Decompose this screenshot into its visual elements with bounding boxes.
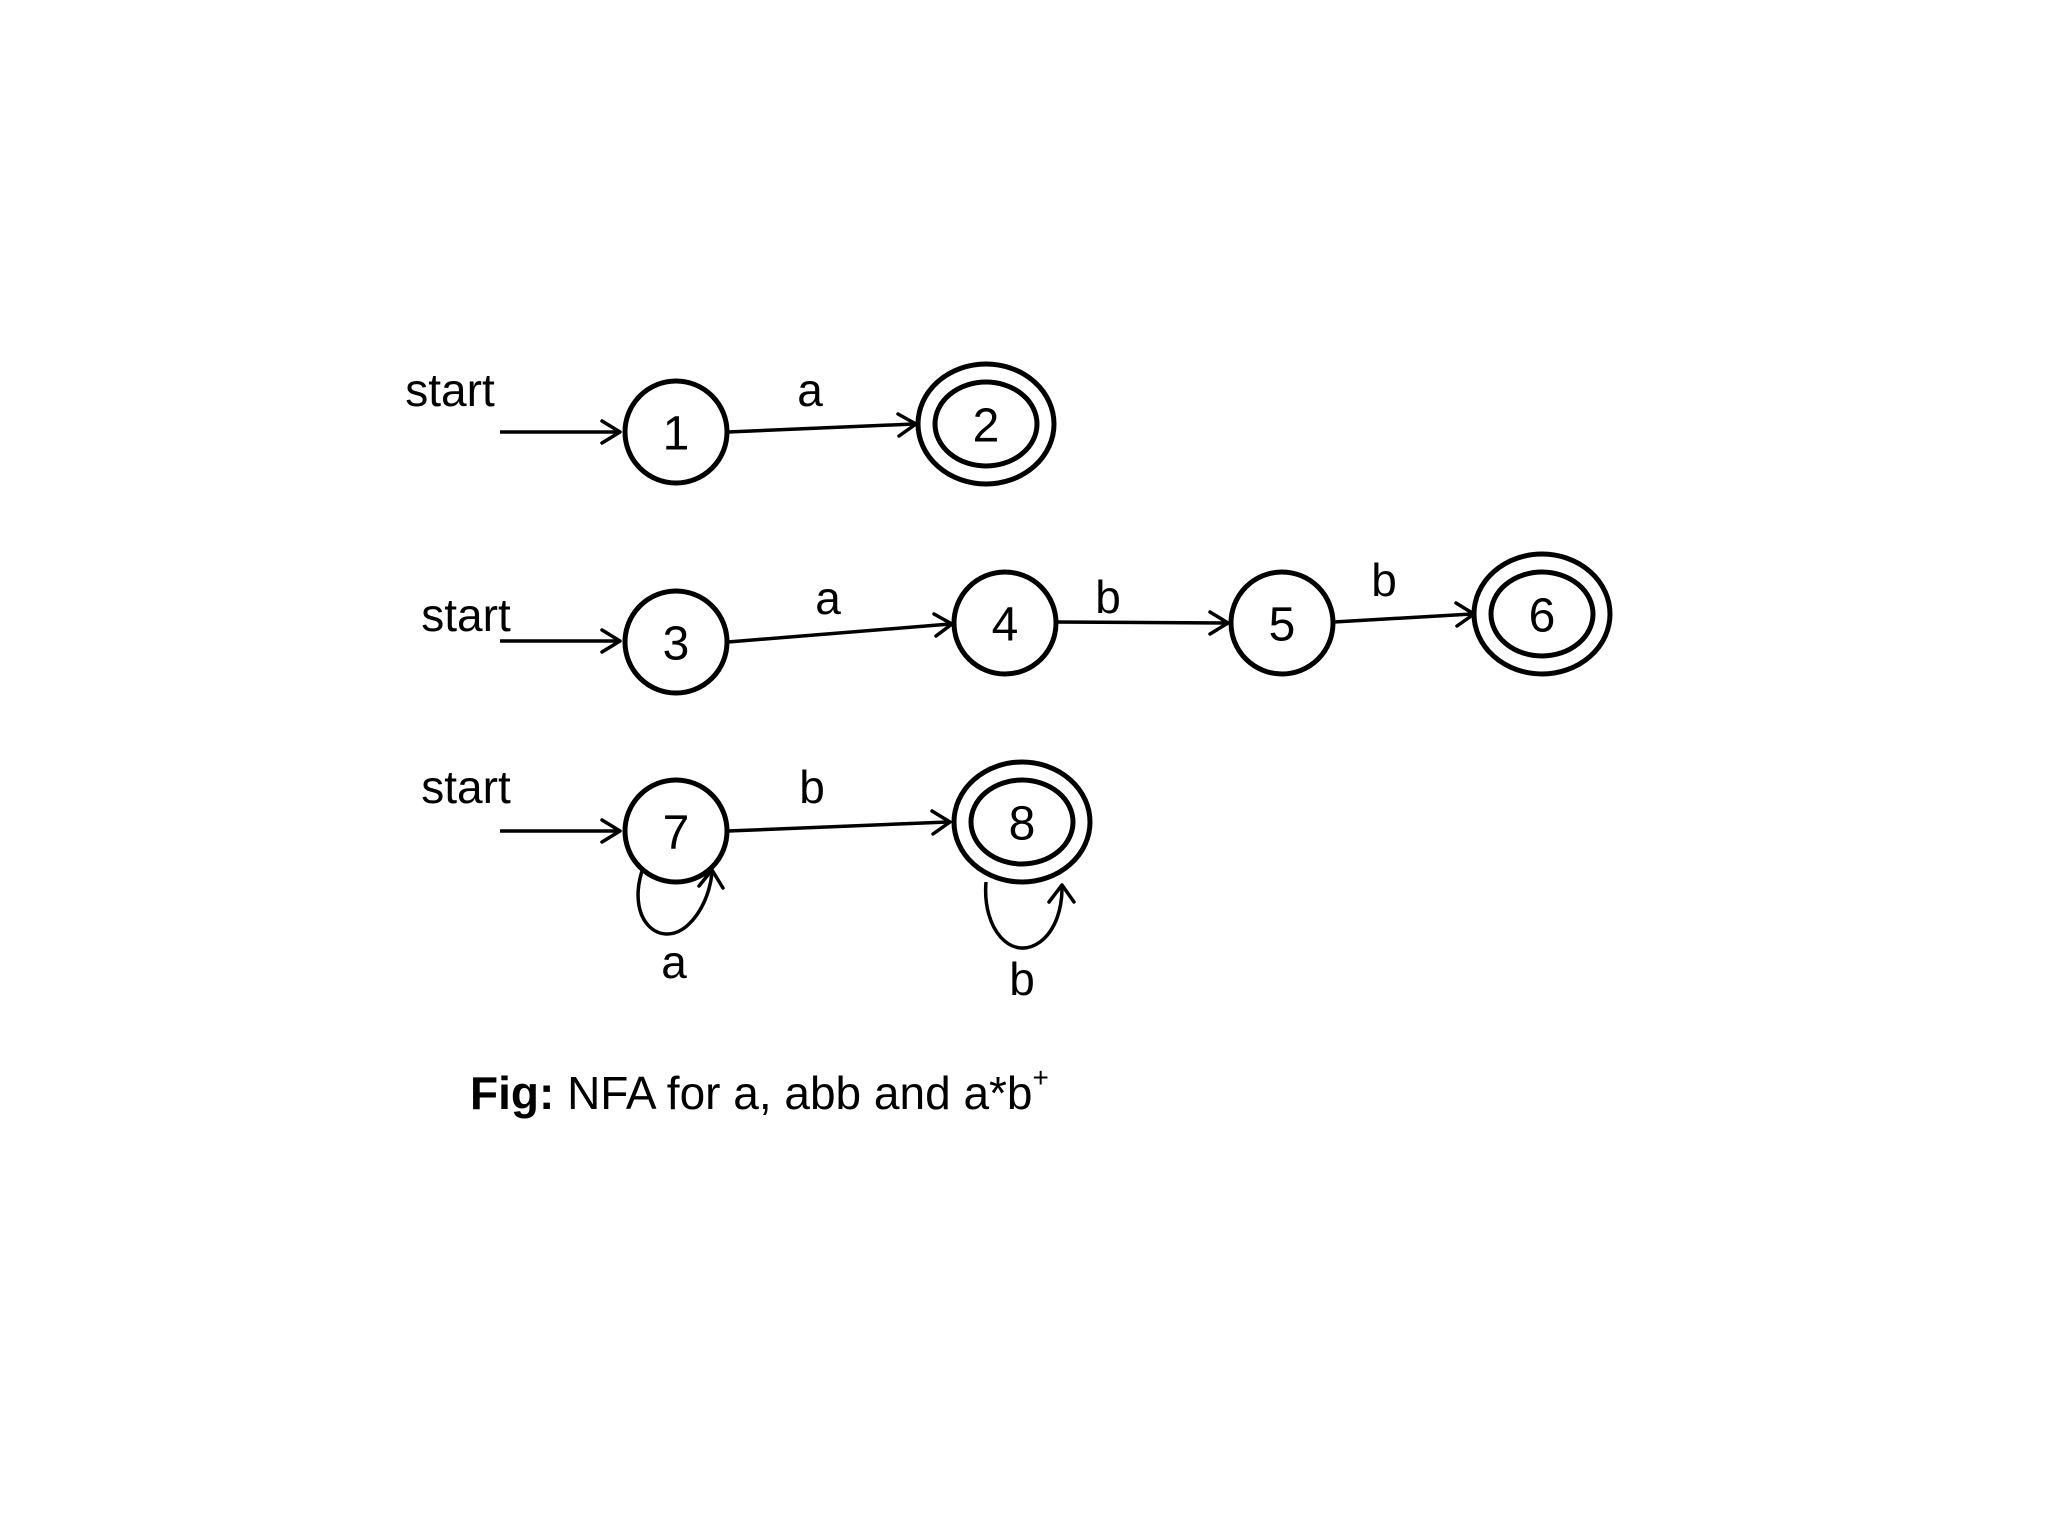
transition-label: b bbox=[799, 761, 825, 813]
self-loop-8: b bbox=[983, 881, 1076, 1005]
transition-label: a bbox=[661, 936, 687, 988]
state-3: 3 bbox=[622, 588, 730, 696]
figure-caption: Fig: NFA for a, abb and a*b+ bbox=[470, 1062, 1049, 1120]
caption-prefix: Fig: bbox=[470, 1067, 555, 1119]
start-arrow-7: start bbox=[421, 761, 622, 844]
state-label: 5 bbox=[1269, 599, 1296, 652]
state-7: 7 bbox=[622, 777, 730, 885]
state-label: 7 bbox=[663, 807, 690, 860]
caption-text: NFA for a, abb and a*b bbox=[567, 1067, 1033, 1119]
start-label: start bbox=[405, 364, 495, 416]
transition-5-6: b bbox=[1333, 554, 1476, 628]
state-label: 1 bbox=[663, 408, 690, 461]
start-arrow-3: start bbox=[421, 589, 622, 654]
transition-label: b bbox=[1009, 953, 1035, 1005]
state-2-accepting: 2 bbox=[915, 361, 1057, 487]
state-4: 4 bbox=[951, 569, 1059, 677]
transition-label: b bbox=[1095, 571, 1121, 623]
state-5: 5 bbox=[1228, 569, 1336, 677]
state-label: 8 bbox=[1009, 798, 1036, 851]
transition-3-4: a bbox=[727, 572, 954, 644]
transition-label: a bbox=[797, 364, 823, 416]
transition-label: a bbox=[815, 572, 841, 624]
state-1: 1 bbox=[622, 378, 730, 486]
state-label: 3 bbox=[663, 618, 690, 671]
state-6-accepting: 6 bbox=[1471, 551, 1613, 677]
start-arrow-1: start bbox=[405, 364, 622, 445]
transition-1-2: a bbox=[727, 364, 918, 438]
transition-7-8: b bbox=[727, 761, 952, 836]
state-8-accepting: 8 bbox=[951, 759, 1093, 885]
self-loop-7: a bbox=[636, 867, 725, 988]
caption-superscript: + bbox=[1032, 1062, 1049, 1093]
state-label: 4 bbox=[992, 599, 1019, 652]
state-label: 2 bbox=[973, 400, 1000, 453]
transition-4-5: b bbox=[1055, 571, 1230, 636]
start-label: start bbox=[421, 589, 511, 641]
state-label: 6 bbox=[1529, 590, 1556, 643]
start-label: start bbox=[421, 761, 511, 813]
transition-label: b bbox=[1371, 554, 1397, 606]
